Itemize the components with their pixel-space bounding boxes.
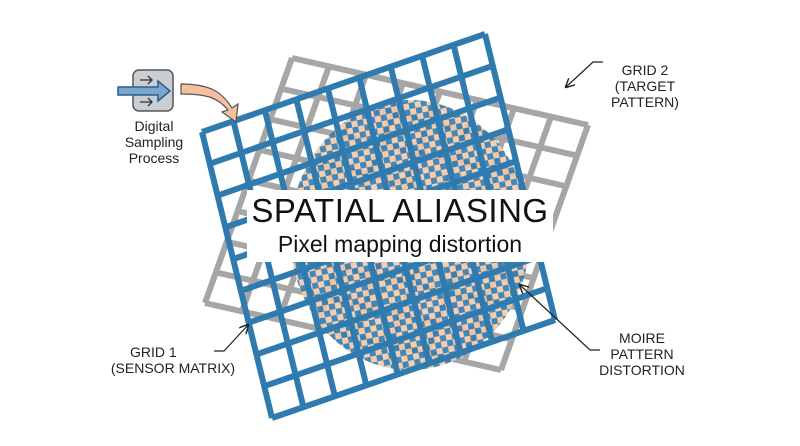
moire-label: MOIRE PATTERN DISTORTION <box>592 330 692 378</box>
label-line: GRID 2 <box>621 62 669 78</box>
grid-line <box>202 34 485 132</box>
grid-line <box>218 98 501 196</box>
label-line: (TARGET <box>614 78 676 94</box>
grid-2-pointer-icon <box>566 61 603 87</box>
diagram-title: SPATIAL ALIASING <box>251 192 549 229</box>
grid-line <box>264 288 547 386</box>
digital-sampling-label: Digital Sampling Process <box>108 118 200 166</box>
grid-line <box>210 66 493 164</box>
diagram-subtitle: Pixel mapping distortion <box>277 231 523 257</box>
grid-line <box>202 132 272 418</box>
title-box: SPATIAL ALIASING Pixel mapping distortio… <box>247 190 553 262</box>
grid-line <box>272 320 555 418</box>
label-line: PATTERN) <box>611 94 679 110</box>
label-line: Sampling <box>124 134 184 150</box>
label-line: GRID 1 <box>130 344 177 360</box>
grid-line <box>256 256 539 354</box>
label-line: DISTORTION <box>599 362 685 378</box>
digital-sampling-icon <box>117 69 174 112</box>
grid-line <box>233 121 303 407</box>
grid-2-label: GRID 2 (TARGET PATTERN) <box>595 62 695 110</box>
label-line: PATTERN <box>610 346 674 362</box>
label-line: Process <box>128 150 180 166</box>
grid-1-pointer-icon <box>214 325 248 352</box>
label-line: Digital <box>134 118 174 134</box>
grid-line <box>454 45 524 331</box>
grid-1-label: GRID 1 (SENSOR MATRIX) <box>98 344 248 376</box>
sampling-arrow-icon <box>180 83 239 124</box>
moire-pointer-icon <box>520 285 600 351</box>
label-line: MOIRE <box>619 330 665 346</box>
label-line: (SENSOR MATRIX) <box>110 360 236 376</box>
grid-line <box>485 34 555 320</box>
